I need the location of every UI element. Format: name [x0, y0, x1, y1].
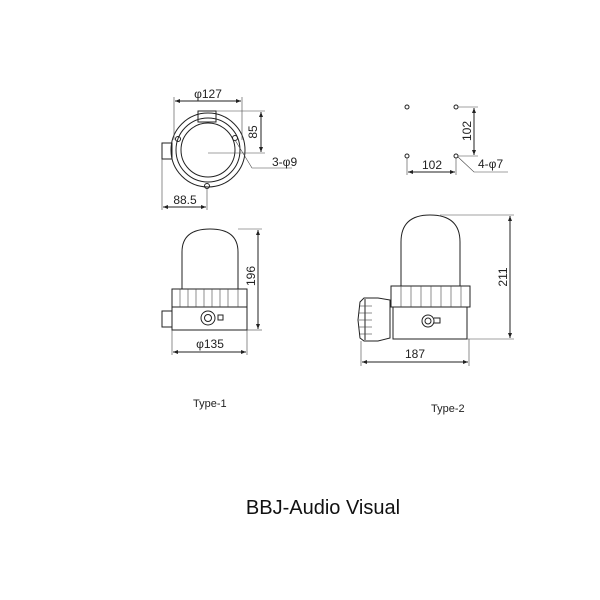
type1-label: Type-1 [193, 398, 227, 410]
dim-3-phi9: 3-φ9 [272, 155, 297, 169]
dim-phi127: φ127 [194, 87, 222, 101]
dim-187: 187 [405, 347, 425, 361]
dim-88-5: 88.5 [173, 193, 197, 207]
type1-top-view: φ127 85 3-φ9 88.5 [161, 87, 297, 210]
dim-102-horizontal: 102 [422, 158, 442, 172]
type2-side-view: 211 187 [357, 214, 514, 366]
dim-85: 85 [246, 125, 260, 139]
dim-211: 211 [496, 267, 510, 286]
dim-196: 196 [244, 266, 258, 286]
dim-phi135: φ135 [196, 337, 224, 351]
type2-label: Type-2 [431, 403, 465, 415]
page-title: BBJ-Audio Visual [245, 497, 401, 519]
dim-102-vertical: 102 [460, 121, 474, 141]
dim-4-phi7: 4-φ7 [478, 157, 503, 171]
type2-hole-pattern: 102 102 4-φ7 [404, 104, 508, 175]
type1-side-view: 196 φ135 [161, 228, 262, 355]
